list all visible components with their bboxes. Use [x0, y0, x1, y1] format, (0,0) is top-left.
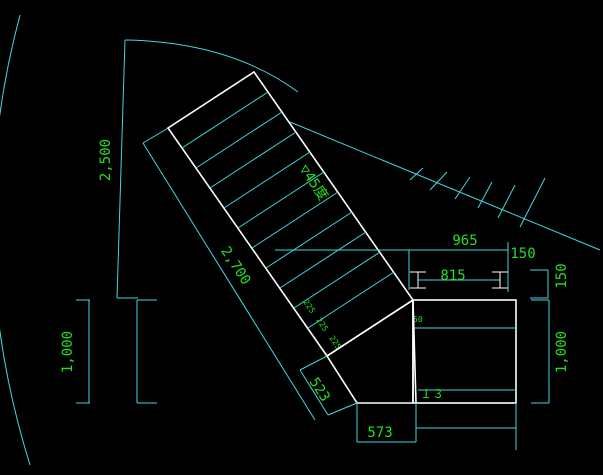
dim-815-label: 815: [440, 268, 465, 284]
dim-2500-line: [116, 39, 126, 299]
dim-2700-line: [142, 142, 316, 421]
lower-wedge: [325, 299, 414, 404]
outer-arc: [0, 14, 31, 466]
dim-150-right-label: 150: [554, 263, 570, 288]
swing-arc: [124, 39, 299, 93]
column-mark-left: [410, 271, 426, 289]
guard-line: [289, 121, 601, 251]
small-label-13: １３: [420, 387, 444, 401]
dim-523-ext-bot: [327, 402, 358, 416]
small-label-a: 225: [301, 298, 317, 315]
stair-outline: [166, 70, 415, 358]
small-label-c: 225: [327, 334, 343, 351]
dim-1000-right-label: 1,000: [554, 331, 570, 373]
column-mark-right: [492, 271, 508, 289]
dim-2500-label: 2,500: [98, 139, 114, 181]
slope-label: ▽45度: [296, 162, 331, 204]
stair-treads: [181, 91, 395, 329]
wedge-divider: [412, 299, 417, 404]
guard-hatch: [409, 167, 546, 228]
dim-523-ext-top: [299, 355, 328, 371]
dim-1000-left-label: 1,000: [60, 331, 76, 373]
dim-2700-label: 2,700: [217, 244, 253, 288]
dim-150-top-label: 150: [510, 246, 535, 262]
dim-573-label: 573: [367, 425, 392, 441]
dim-523-line: [299, 369, 329, 416]
dim-965-label: 965: [452, 233, 477, 249]
dim-523-label: 523: [306, 375, 333, 405]
dim-2700-ext-top: [142, 126, 171, 144]
small-label-b: 225: [314, 316, 330, 333]
small-label-50: 50: [413, 315, 423, 324]
